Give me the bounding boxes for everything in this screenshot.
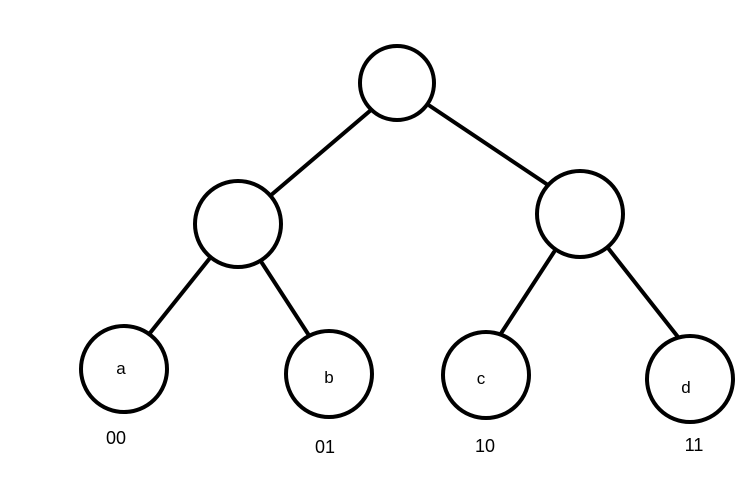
leaf-label-a: a [116,359,126,378]
edge-right-d [606,246,680,339]
edge-right-c [498,250,556,337]
root-node [358,44,436,122]
code-label-a: 00 [106,428,126,448]
internal-node-left [193,179,283,269]
leaf-node-b [284,329,374,419]
code-label-b: 01 [315,437,335,457]
leaf-node-d [645,334,735,424]
leaf-node-c [441,330,531,420]
leaf-label-b: b [324,368,333,387]
edge-root-right [428,104,550,187]
leaf-label-c: c [477,369,486,388]
leaf-node-a [79,324,169,414]
code-label-d: 11 [685,435,704,455]
internal-node-right [535,169,625,259]
edge-left-b [260,261,312,339]
edge-root-left [268,108,373,198]
leaf-label-d: d [681,378,690,397]
code-label-c: 10 [475,436,495,456]
edge-left-a [148,256,212,335]
